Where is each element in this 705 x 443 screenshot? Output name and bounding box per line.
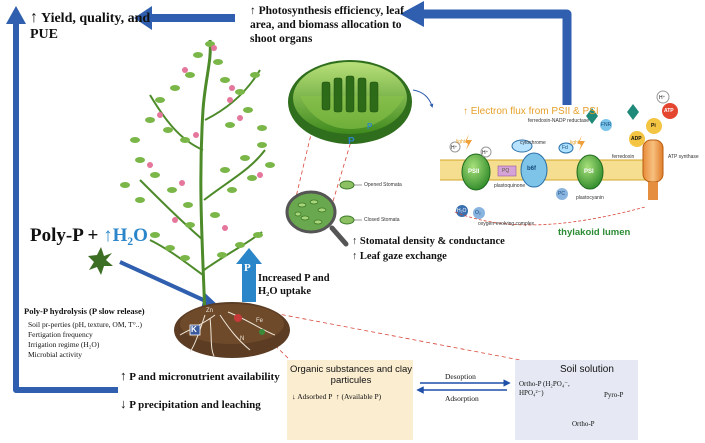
ortho-p-formula-label: Ortho-P (H₂PO₄⁻, HPO₄²⁻) — [519, 380, 570, 397]
psi-label: PSI — [584, 169, 594, 175]
atp-label: ATP — [664, 108, 674, 114]
cytochrome-label: cytochrome — [520, 140, 546, 146]
soil-solution-box-bg — [515, 360, 638, 440]
organic-box-title: Organic substances and clay particules — [290, 364, 412, 386]
h-plus-label-2: H⁺ — [482, 150, 489, 156]
thylakoid-lumen-label: thylakoid lumen — [558, 227, 631, 238]
psii-label: PSII — [468, 169, 480, 175]
leaf-magnifier — [285, 180, 362, 247]
down-arrow-icon: ↓ — [292, 392, 296, 401]
zn-label: Zn — [206, 308, 214, 314]
ortho-p-label: Ortho-P — [572, 420, 595, 428]
polyp-splat-icon — [88, 247, 113, 275]
soil-solution-title: Soil solution — [560, 364, 614, 375]
organic-box-bg — [287, 360, 413, 440]
k-label: K — [191, 325, 197, 334]
o2-label: O₂ — [475, 210, 481, 216]
factor-item: Irrigation regime (H₂O) — [28, 340, 100, 349]
chloroplast-p-label: P — [348, 136, 355, 147]
thylakoid-membrane — [440, 90, 678, 226]
soil-root-zone — [174, 302, 290, 358]
polyp-h2o-label: Poly-P + ↑H₂O — [30, 225, 148, 246]
p-arrow-label: P — [244, 262, 251, 274]
h-plus-label-1: H⁺ — [451, 145, 458, 151]
pq-label: PQ — [502, 168, 510, 174]
ferredoxin-reductase-label: ferredoxin-NADP reductase — [528, 118, 590, 124]
up-arrow-icon: ↑ — [335, 392, 340, 401]
light-label-2: light — [570, 140, 580, 146]
ferredoxin-label: ferredoxin — [612, 154, 635, 160]
desorption-label: Desoption — [445, 372, 476, 381]
atp-synthase-label: ATP synthase — [668, 154, 699, 160]
chloroplast-to-thylakoid-arrow — [412, 89, 434, 108]
h2o-thylakoid-label: H₂O — [457, 208, 467, 214]
up-arrow-icon: ↑ — [352, 251, 358, 262]
down-arrow-icon: ↓ — [120, 396, 127, 411]
up-arrow-icon: ↑ — [250, 5, 256, 17]
electron-flux-label: ↑ Electron flux from PSII & PSI — [463, 106, 599, 117]
adsorbed-labels: ↓ Adsorbed P ↑ (Available P) — [292, 392, 382, 401]
oec-label: oxygen-evolving complex — [478, 221, 535, 227]
closed-stomata-label: Closed Stomata — [364, 217, 400, 223]
availability-label: ↑ P and micronutrient availability — [120, 368, 280, 383]
increased-p-label: Increased P and H₂O uptake — [258, 273, 330, 297]
hydrolysis-title: Poly-P hydrolysis (P slow release) — [24, 306, 145, 316]
opened-stomata-label: Opened Stomata — [364, 182, 402, 188]
plastoquinone-label: plastoquinone — [494, 183, 526, 189]
adp-label: ADP — [631, 136, 642, 142]
yield-label: ↑ Yield, quality, and PUE — [30, 9, 151, 43]
up-arrow-icon: ↑ — [120, 368, 127, 383]
pc-label: PC — [558, 191, 565, 197]
factor-item: Soil pr-perties (pH, texture, OM, T°..) — [28, 320, 142, 329]
up-arrow-icon: ↑ — [352, 236, 358, 247]
up-arrow-icon: ↑ — [463, 106, 468, 117]
adsorption-label: Adsorption — [445, 394, 479, 403]
fnr-label: FNR — [601, 122, 612, 128]
photosynthesis-label: ↑ Photosynthesis efficiency, leaf area, … — [250, 5, 404, 45]
hydrolysis-factors: Soil pr-perties (pH, texture, OM, T°..) … — [28, 320, 142, 360]
chloroplast-illustration — [288, 60, 412, 144]
factor-item: Microbial activity — [28, 350, 82, 359]
stomatal-labels: ↑ Stomatal density & conductance ↑ Leaf … — [352, 236, 505, 262]
light-label-1: light — [456, 139, 466, 145]
up-arrow-icon: ↑ — [30, 9, 38, 26]
b6f-label: b6f — [527, 166, 536, 172]
fe-label: Fe — [256, 318, 264, 324]
pi-label: Pi — [651, 123, 656, 129]
up-arrow-icon: ↑ — [103, 225, 113, 246]
pyro-p-label: Pyro-P — [604, 391, 624, 399]
flow-arrows — [6, 1, 572, 394]
factor-item: Fertigation frequency — [28, 330, 93, 339]
fd-label: Fd — [562, 145, 568, 151]
light-bolt-icons — [465, 134, 585, 151]
plastocyanin-label: plastocyanin — [576, 195, 604, 201]
n-label: N — [240, 336, 245, 342]
precipitation-label: ↓ P precipitation and leaching — [120, 396, 261, 411]
plant-illustration — [120, 39, 275, 321]
h-plus-label-3: H⁺ — [659, 95, 666, 101]
chloroplast-p-small-label: P — [367, 122, 373, 131]
